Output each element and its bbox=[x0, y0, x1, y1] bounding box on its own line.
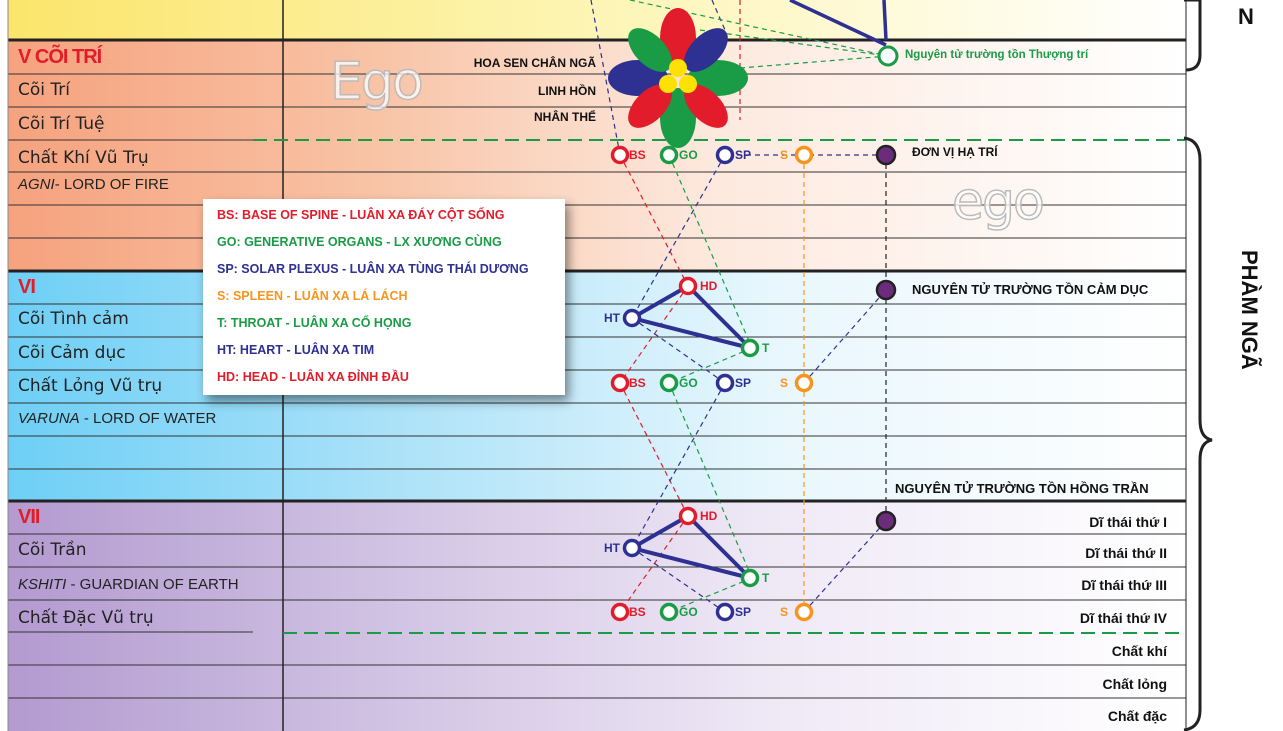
zone-vi-title: VI bbox=[18, 276, 36, 298]
row-chat-long: Chất Lỏng Vũ trụ bbox=[18, 376, 163, 396]
band-zone-vi bbox=[8, 271, 1186, 501]
band-zone-vii bbox=[8, 501, 1186, 731]
label-don-vi-ha-tri: ĐƠN VỊ HẠ TRÍ bbox=[912, 145, 998, 159]
zone-v-title: V CÕI TRÍ bbox=[18, 46, 102, 68]
band-zone-v bbox=[8, 40, 1186, 271]
abbr-sp-3: SP bbox=[735, 605, 752, 619]
row-agni-name: AGNI bbox=[18, 176, 55, 193]
row-chat-khi: Chất Khí Vũ Trụ bbox=[18, 148, 149, 168]
brace-top bbox=[1184, 0, 1202, 72]
legend-sp: SP: SOLAR PLEXUS - LUÂN XA TÙNG THÁI DƯƠ… bbox=[217, 262, 529, 276]
label-hong-tran: NGUYÊN TỬ TRƯỜNG TỒN HỒNG TRẦN bbox=[895, 481, 1149, 496]
lotus-label-hoa-sen: HOA SEN CHÂN NGÃ bbox=[473, 56, 596, 70]
row-varuna-desc: - LORD OF WATER bbox=[79, 410, 217, 427]
legend-box: BS: BASE OF SPINE - LUÂN XA ĐÁY CỘT SỐNG… bbox=[203, 199, 565, 395]
abbr-s-3: S bbox=[780, 605, 789, 619]
ether-label-1: Dĩ thái thứ I bbox=[1089, 514, 1167, 530]
ether-label-4: Dĩ thái thứ IV bbox=[1079, 610, 1167, 626]
row-coi-tri: Cõi Trí bbox=[18, 80, 70, 100]
brace-pham-nga bbox=[1183, 136, 1213, 731]
legend-t: T: THROAT - LUÂN XA CỔ HỌNG bbox=[217, 316, 412, 330]
chakra-circles bbox=[610, 145, 814, 622]
abbr-sp-2: SP bbox=[735, 376, 752, 390]
mental-atom-circle bbox=[877, 45, 899, 67]
ether-label-2: Dĩ thái thứ II bbox=[1085, 545, 1167, 561]
abbr-go-2: GO bbox=[679, 376, 698, 390]
row-kshiti-desc: - GUARDIAN OF EARTH bbox=[66, 576, 239, 593]
label-thuong-tri: Nguyên tử trường tồn Thượng trí bbox=[905, 49, 1089, 61]
abbr-hd-1: HD bbox=[700, 279, 718, 293]
abbr-t-2: T bbox=[762, 571, 770, 585]
abbr-bs-2: BS bbox=[629, 376, 646, 390]
legend-ht: HT: HEART - LUÂN XA TIM bbox=[217, 343, 375, 357]
ether-label-gas: Chất khí bbox=[1111, 643, 1167, 659]
ego-watermark-upper: Ego bbox=[329, 51, 424, 113]
abbr-t-1: T bbox=[762, 341, 770, 355]
ego-watermark-lower: ego bbox=[951, 171, 1045, 233]
label-cam-duc: NGUYÊN TỬ TRƯỜNG TỒN CẢM DỤC bbox=[912, 282, 1149, 297]
abbr-go-1: GO bbox=[679, 148, 698, 162]
abbr-ht-1: HT bbox=[604, 311, 620, 325]
astral-atom-circle bbox=[875, 279, 897, 301]
side-label-pham-nga: PHÀM NGÃ bbox=[1237, 250, 1262, 370]
row-coi-tinh-cam: Cõi Tình cảm bbox=[18, 309, 129, 329]
legend-go: GO: GENERATIVE ORGANS - LX XƯƠNG CÙNG bbox=[217, 235, 502, 249]
lotus-label-linh-hon: LINH HỒN bbox=[538, 84, 596, 98]
abbr-s-1: S bbox=[780, 148, 789, 162]
row-varuna-name: VARUNA bbox=[18, 410, 80, 427]
legend-hd: HD: HEAD - LUÂN XA ĐỈNH ĐẦU bbox=[217, 370, 409, 384]
row-kshiti-name: KSHITI bbox=[18, 576, 67, 593]
ether-label-solid: Chất đặc bbox=[1107, 708, 1167, 724]
chakra-triangles bbox=[626, 283, 757, 582]
ether-label-liquid: Chất lỏng bbox=[1102, 676, 1167, 692]
row-varuna: VARUNA - LORD OF WATER bbox=[18, 410, 216, 427]
side-label-top: N bbox=[1238, 4, 1254, 29]
row-chat-dac: Chất Đặc Vũ trụ bbox=[18, 608, 154, 628]
row-lines bbox=[8, 73, 1186, 699]
lotus-label-nhan-the: NHÂN THỂ bbox=[534, 110, 596, 124]
ether-label-3: Dĩ thái thứ III bbox=[1081, 577, 1167, 593]
physical-atom-circle bbox=[875, 510, 897, 532]
mental-unit-circle bbox=[875, 144, 897, 166]
row-agni-desc: - LORD OF FIRE bbox=[54, 176, 169, 193]
band-top bbox=[8, 0, 1186, 40]
abbr-hd-2: HD bbox=[700, 509, 718, 523]
row-coi-tri-tue: Cõi Trí Tuệ bbox=[18, 114, 105, 134]
abbr-s-2: S bbox=[780, 376, 789, 390]
abbr-go-3: GO bbox=[679, 605, 698, 619]
row-coi-tran: Cõi Trần bbox=[18, 540, 87, 560]
row-kshiti: KSHITI - GUARDIAN OF EARTH bbox=[18, 576, 239, 593]
row-agni: AGNI- LORD OF FIRE bbox=[18, 176, 169, 193]
lotus-flower bbox=[608, 8, 748, 148]
abbr-ht-2: HT bbox=[604, 541, 620, 555]
abbr-bs-1: BS bbox=[629, 148, 646, 162]
abbr-bs-3: BS bbox=[629, 605, 646, 619]
zone-vii-title: VII bbox=[18, 506, 40, 528]
legend-bs: BS: BASE OF SPINE - LUÂN XA ĐÁY CỘT SỐNG bbox=[217, 208, 505, 222]
legend-s: S: SPLEEN - LUÂN XA LÁ LÁCH bbox=[217, 289, 408, 303]
abbr-sp-1: SP bbox=[735, 148, 752, 162]
row-coi-cam-duc: Cõi Cảm dục bbox=[18, 343, 126, 363]
